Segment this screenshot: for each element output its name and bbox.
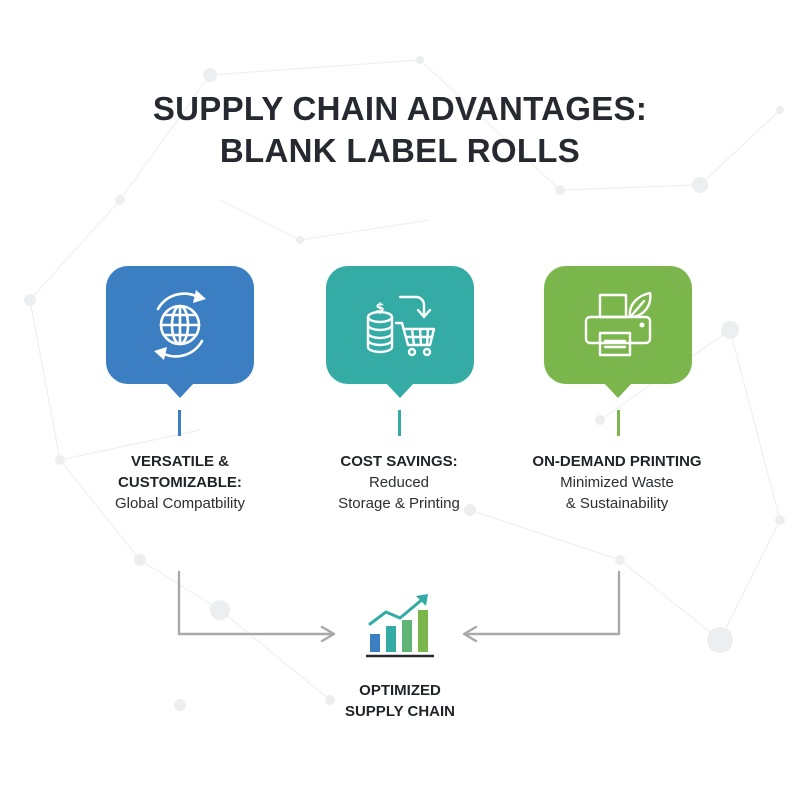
caption-heading: CUSTOMIZABLE:	[118, 474, 242, 491]
caption-heading: VERSATILE &	[130, 453, 230, 470]
caption-detail: Reduced	[368, 474, 430, 491]
connector-tick-versatile	[178, 410, 181, 436]
advantage-card-on-demand-printing	[544, 266, 692, 398]
title-line-1: SUPPLY CHAIN ADVANTAGES:	[152, 90, 648, 127]
left-flow-arrow	[177, 570, 334, 636]
svg-text:$: $	[375, 301, 384, 316]
result-line-2: SUPPLY CHAIN	[344, 703, 456, 720]
advantage-caption-cost-savings: COST SAVINGS: Reduced Storage & Printing	[279, 451, 519, 514]
right-arrow-head	[462, 625, 478, 643]
left-arrow-head	[320, 625, 336, 643]
printer-leaf-icon	[584, 291, 652, 357]
coins-cart-icon: $	[366, 295, 436, 357]
advantage-card-versatile	[106, 266, 254, 398]
caption-heading: COST SAVINGS:	[340, 453, 458, 470]
growth-chart-icon	[366, 594, 434, 658]
caption-detail: Storage & Printing	[338, 495, 460, 512]
result-line-1: OPTIMIZED	[359, 682, 441, 699]
caption-detail: & Sustainability	[565, 495, 669, 512]
page-title: SUPPLY CHAIN ADVANTAGES: BLANK LABEL ROL…	[0, 88, 800, 172]
globe-cycle-icon	[154, 290, 206, 360]
caption-detail: Global Compatbility	[114, 495, 246, 512]
right-flow-arrow	[464, 570, 621, 636]
connector-tick-cost-savings	[398, 410, 401, 436]
caption-detail: Minimized Waste	[560, 474, 674, 491]
caption-heading: ON-DEMAND PRINTING	[532, 453, 702, 470]
connector-tick-on-demand	[617, 410, 620, 436]
advantage-caption-versatile: VERSATILE & CUSTOMIZABLE: Global Compatb…	[60, 451, 300, 514]
result-label: OPTIMIZED SUPPLY CHAIN	[250, 680, 550, 722]
advantage-caption-on-demand: ON-DEMAND PRINTING Minimized Waste & Sus…	[497, 451, 737, 514]
advantage-card-cost-savings: $	[326, 266, 474, 398]
title-line-2: BLANK LABEL ROLLS	[219, 132, 581, 169]
